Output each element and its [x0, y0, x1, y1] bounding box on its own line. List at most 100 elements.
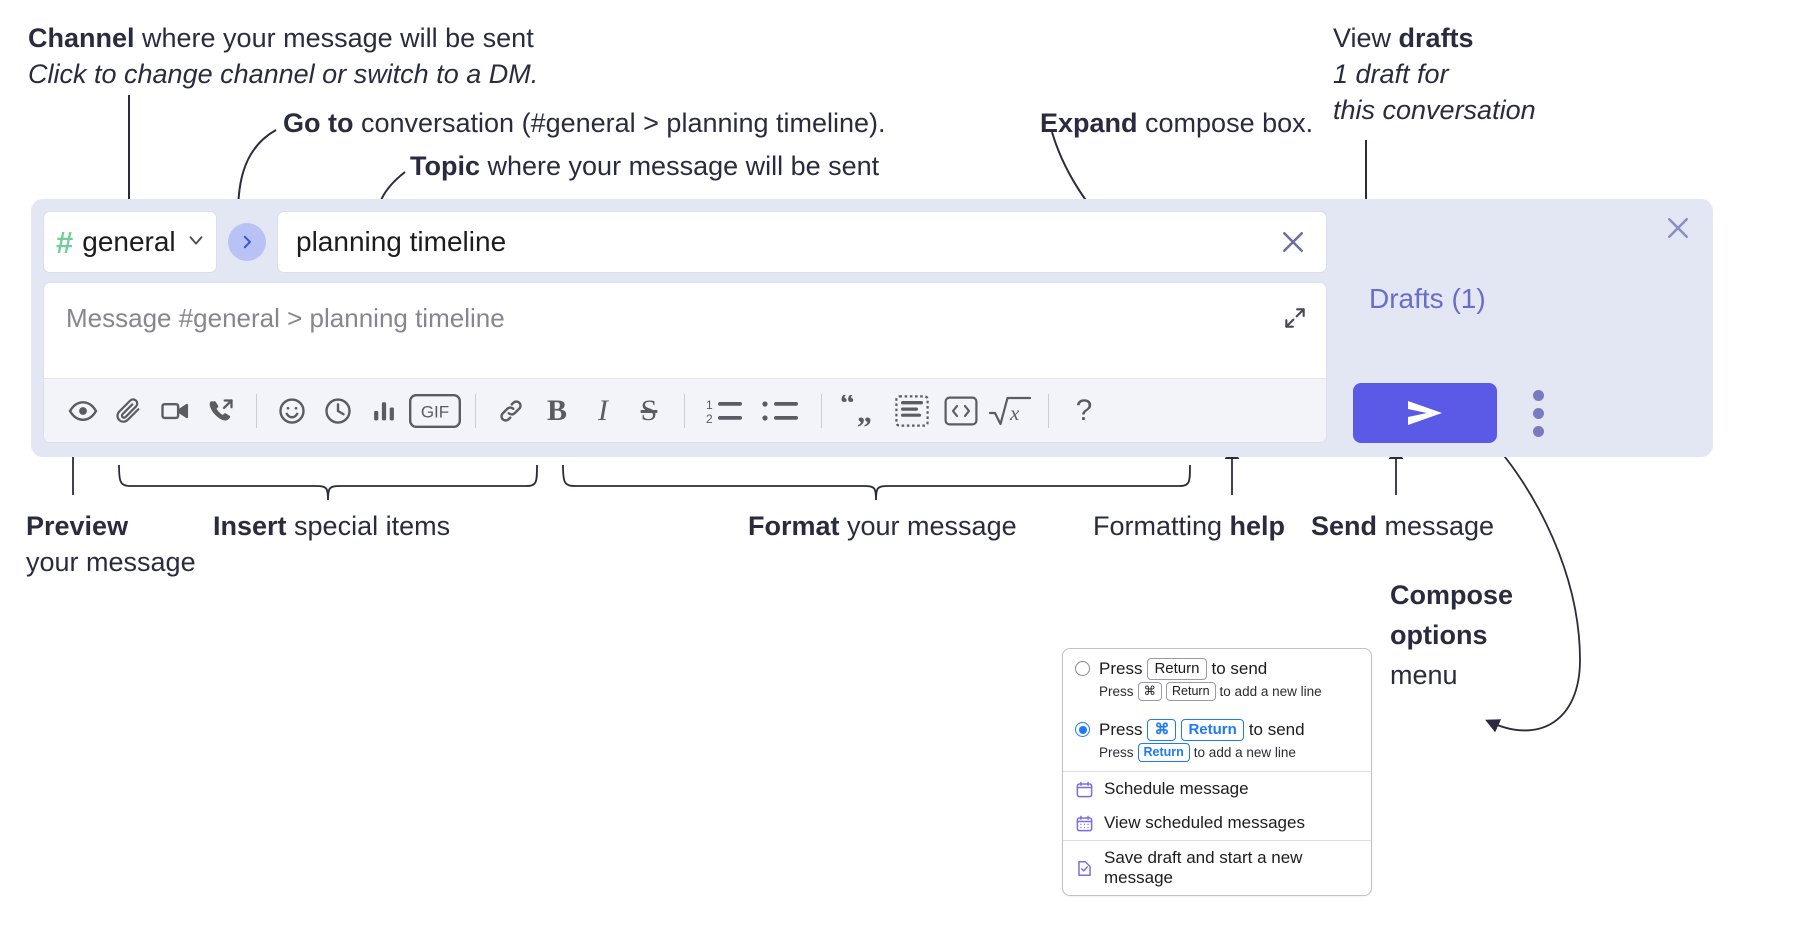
- bold-icon[interactable]: B: [534, 388, 580, 434]
- radio-cmd-return-to-send[interactable]: [1075, 722, 1090, 737]
- channel-selector[interactable]: # general: [43, 211, 217, 273]
- drafts-link[interactable]: Drafts (1): [1369, 283, 1486, 314]
- opt1-sub-rest: to add a new line: [1219, 684, 1322, 699]
- compose-panel: # general planning timeline Message #gen…: [31, 199, 1713, 457]
- annotation-drafts-italic2: this conversation: [1333, 95, 1536, 125]
- compose-options-menu: Press Return to send Press ⌘ Return to a…: [1062, 648, 1372, 896]
- annotation-compose-options-bold2: options: [1390, 620, 1488, 650]
- menu-item-label: Schedule message: [1104, 779, 1249, 798]
- menu-item-save-draft[interactable]: Save draft and start a new message: [1063, 841, 1371, 895]
- annotation-topic-bold: Topic: [410, 151, 480, 181]
- clear-topic-icon[interactable]: [1274, 223, 1312, 261]
- video-icon[interactable]: [152, 388, 198, 434]
- annotation-insert-bold: Insert: [213, 511, 287, 541]
- opt2-key-return: Return: [1181, 719, 1244, 741]
- italic-icon[interactable]: I: [580, 388, 626, 434]
- menu-item-label: View scheduled messages: [1104, 813, 1305, 832]
- strikethrough-glyph: S: [640, 393, 658, 427]
- opt2-sub-key-return: Return: [1137, 743, 1190, 762]
- svg-text:“: “: [840, 395, 855, 420]
- annotation-send: Send message: [1311, 508, 1494, 544]
- gif-icon[interactable]: GIF: [407, 388, 463, 434]
- channel-name: general: [82, 226, 176, 257]
- poll-icon[interactable]: [361, 388, 407, 434]
- annotation-drafts-italic1: 1 draft for: [1333, 59, 1449, 89]
- toolbar-divider: [1048, 393, 1049, 428]
- preview-icon[interactable]: [60, 388, 106, 434]
- audio-call-icon[interactable]: [198, 388, 244, 434]
- italic-glyph: I: [598, 393, 608, 427]
- blockquote-icon[interactable]: “ „: [834, 388, 886, 434]
- annotation-topic-rest: where your message will be sent: [480, 151, 880, 181]
- topic-field[interactable]: planning timeline: [277, 211, 1327, 273]
- annotation-compose-options-bold1: Compose: [1390, 580, 1514, 610]
- compose-options-button[interactable]: [1521, 385, 1555, 441]
- annotation-drafts-bold: drafts: [1398, 23, 1474, 53]
- clock-icon[interactable]: [315, 388, 361, 434]
- annotation-insert-rest: special items: [286, 511, 451, 541]
- opt2-key-cmd: ⌘: [1147, 719, 1177, 741]
- bulleted-list-icon[interactable]: [753, 388, 809, 434]
- attachment-icon[interactable]: [106, 388, 152, 434]
- annotation-drafts: View drafts 1 draft for this conversatio…: [1333, 20, 1536, 128]
- opt2-press: Press: [1099, 720, 1143, 739]
- annotation-goto: Go to conversation (#general > planning …: [283, 105, 886, 141]
- format-toolbar: GIF B I S 1: [44, 378, 1326, 442]
- goto-conversation-button[interactable]: [228, 223, 266, 261]
- math-icon[interactable]: x: [984, 388, 1036, 434]
- message-box[interactable]: Message #general > planning timeline: [43, 282, 1327, 443]
- annotation-topic: Topic where your message will be sent: [410, 148, 879, 184]
- link-icon[interactable]: [488, 388, 534, 434]
- annotation-help: Formatting help: [1093, 508, 1285, 544]
- strikethrough-icon[interactable]: S: [626, 388, 672, 434]
- menu-option-return-subtext: Press ⌘ Return to add a new line: [1063, 682, 1371, 710]
- menu-item-label: Save draft and start a new message: [1104, 848, 1303, 887]
- toolbar-divider: [475, 393, 476, 428]
- opt1-sub-press: Press: [1099, 684, 1134, 699]
- expand-icon[interactable]: [1278, 301, 1312, 335]
- ordered-list-icon[interactable]: 1 2: [697, 388, 753, 434]
- calendar-grid-icon: [1075, 814, 1094, 833]
- inline-code-icon[interactable]: [938, 388, 984, 434]
- save-draft-icon: [1075, 859, 1094, 878]
- annotation-expand: Expand compose box.: [1040, 105, 1313, 141]
- annotation-insert: Insert special items: [213, 508, 450, 544]
- annotation-channel: Channel where your message will be sent …: [28, 20, 538, 92]
- dot: [1532, 425, 1544, 437]
- topic-input[interactable]: planning timeline: [296, 226, 507, 257]
- svg-text:1: 1: [706, 398, 713, 412]
- svg-text:„: „: [857, 396, 872, 427]
- toolbar-divider: [684, 393, 685, 428]
- annotation-compose-options-rest: menu: [1390, 660, 1458, 690]
- menu-option-return-to-send[interactable]: Press Return to send: [1063, 649, 1371, 682]
- annotation-expand-bold: Expand: [1040, 108, 1138, 138]
- annotation-channel-bold: Channel: [28, 23, 135, 53]
- annotation-preview-bold: Preview: [26, 511, 129, 541]
- annotation-help-bold: help: [1229, 511, 1286, 541]
- annotation-drafts-lead: View: [1333, 23, 1399, 53]
- help-glyph: ?: [1075, 393, 1093, 427]
- menu-divider: [1063, 771, 1371, 772]
- annotation-channel-rest: where your message will be sent: [134, 23, 534, 53]
- message-input[interactable]: Message #general > planning timeline: [66, 303, 505, 333]
- menu-item-view-scheduled-messages[interactable]: View scheduled messages: [1063, 806, 1371, 840]
- toolbar-divider: [256, 393, 257, 428]
- menu-item-schedule-message[interactable]: Schedule message: [1063, 772, 1371, 806]
- menu-option-cmd-return-to-send[interactable]: Press ⌘ Return to send: [1063, 710, 1371, 743]
- code-block-icon[interactable]: [886, 388, 938, 434]
- annotation-preview: Preview your message: [26, 508, 196, 580]
- opt1-sub-key-cmd: ⌘: [1137, 682, 1163, 701]
- radio-return-to-send[interactable]: [1075, 661, 1090, 676]
- send-button[interactable]: [1353, 383, 1497, 443]
- annotation-send-rest: message: [1377, 511, 1495, 541]
- toolbar-divider: [821, 393, 822, 428]
- opt2-to-send: to send: [1248, 720, 1305, 739]
- help-icon[interactable]: ?: [1061, 388, 1107, 434]
- opt1-press: Press: [1099, 659, 1143, 678]
- compose-header-row: # general planning timeline: [43, 211, 1327, 273]
- emoji-icon[interactable]: [269, 388, 315, 434]
- close-compose-icon[interactable]: [1661, 211, 1695, 245]
- annotation-goto-rest: conversation (#general > planning timeli…: [353, 108, 886, 138]
- send-arrow-icon: [1408, 401, 1442, 425]
